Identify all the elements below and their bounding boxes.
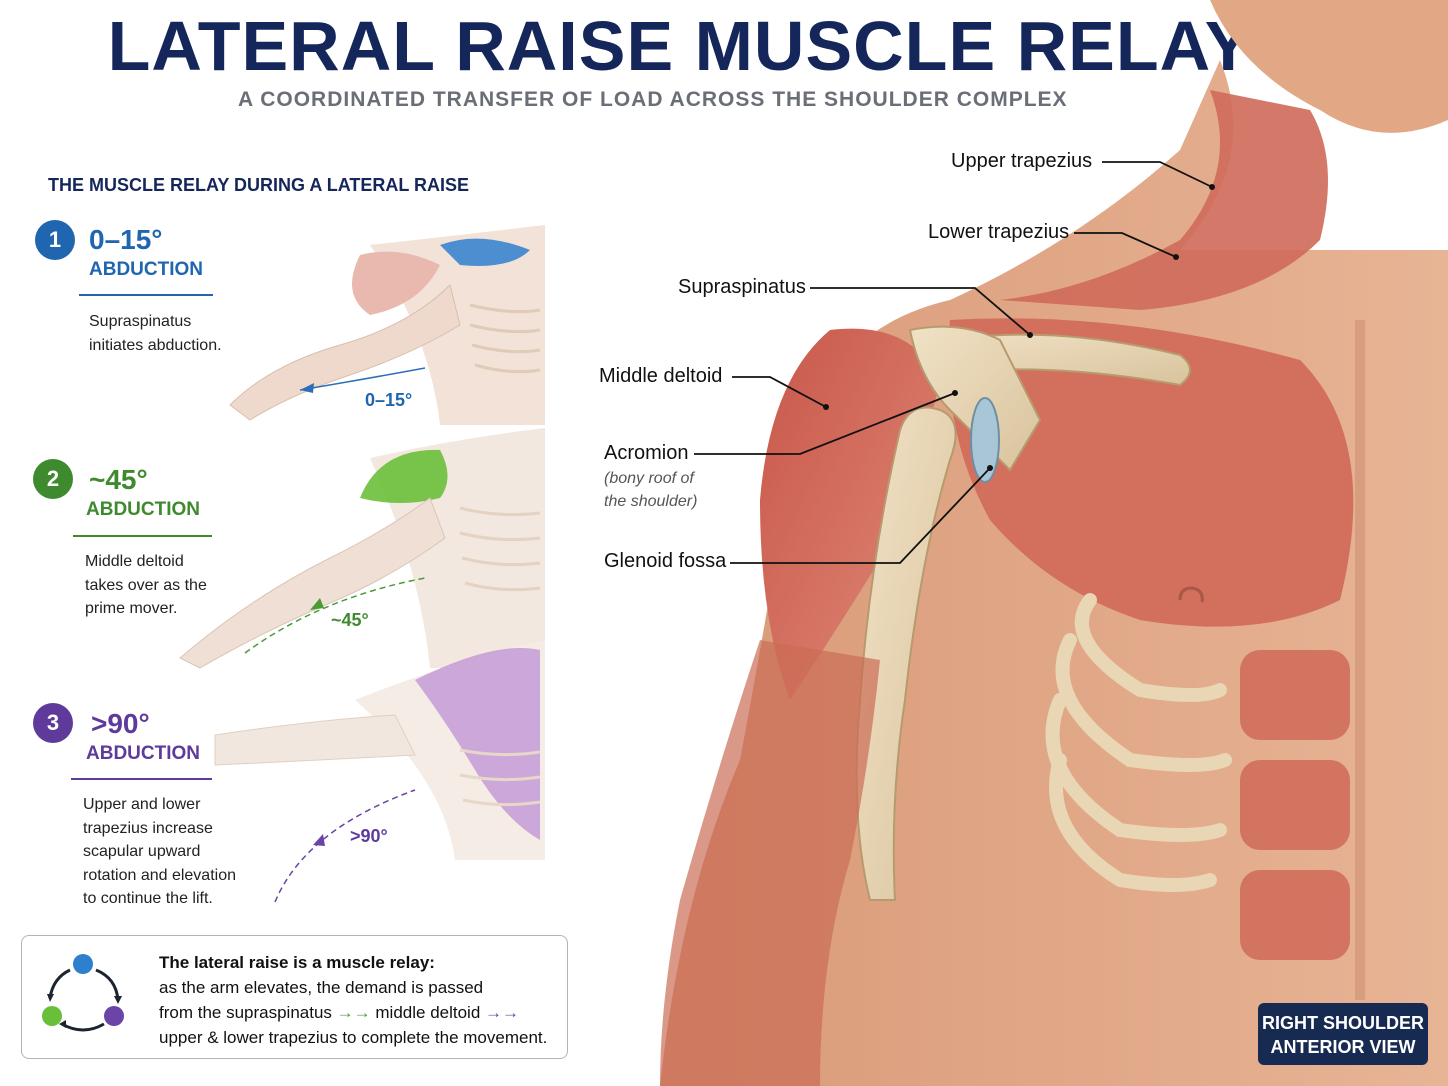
label-supraspinatus: Supraspinatus [678,276,806,298]
relay-section-heading: THE MUSCLE RELAY DURING A LATERAL RAISE [48,175,470,195]
step-1-label: ABDUCTION [89,259,203,280]
step2-arm-illustration [179,428,545,669]
supraspinatus-leader [810,287,1031,336]
trapezius-highlight-icon [415,648,540,840]
step-3-description: Upper and lower trapezius increase scapu… [83,796,236,907]
relay-cycle-icon [42,954,124,1032]
step-2-divider [73,535,212,537]
glenoid-fossa-leader [730,467,991,564]
purple-arrow-icon: →→ [485,1003,520,1022]
step-2-badge: 2 [33,459,73,499]
label-middle-deltoid: Middle deltoid [599,365,723,387]
label-glenoid-fossa: Glenoid fossa [604,550,727,572]
acromion-note: (bony roof of the shoulder) [604,470,698,510]
step-1-badge: 1 [35,220,75,260]
step-1-angle: 0–15° [89,224,163,255]
acromion-leader [694,392,956,455]
page-title: LATERAL RAISE MUSCLE RELAY [107,7,1253,85]
step-1-arc-label: 0–15° [365,390,413,410]
step-2-arc-label: ~45° [331,610,369,630]
step-3-divider [71,778,212,780]
green-arrow-icon: →→ [336,1003,371,1022]
step-1-divider [79,294,213,296]
upper-trapezius-leader [1102,161,1213,188]
step1-arm-illustration [229,225,545,425]
label-lower-trapezius: Lower trapezius [928,221,1070,243]
step-3-label: ABDUCTION [86,743,200,764]
step-2-angle: ~45° [89,464,148,495]
step-3-badge: 3 [33,703,73,743]
step-2-label: ABDUCTION [86,499,200,520]
step-3-arc-label: >90° [350,826,388,846]
step-1-description: Supraspinatus initiates abduction. [89,313,222,354]
deltoid-highlight-icon [360,449,448,503]
step-2-description: Middle deltoid takes over as the prime m… [85,553,207,617]
page-subtitle: A COORDINATED TRANSFER OF LOAD ACROSS TH… [238,88,1068,111]
step3-arm-illustration [214,640,545,903]
relay-summary-text: The lateral raise is a muscle relay: as … [159,953,548,1047]
relay-summary-box: The lateral raise is a muscle relay: as … [21,935,568,1059]
label-acromion: Acromion [604,442,689,464]
view-badge: RIGHT SHOULDER ANTERIOR VIEW [1258,1003,1428,1065]
label-upper-trapezius: Upper trapezius [951,150,1093,172]
middle-deltoid-leader [732,376,827,408]
supraspinatus-highlight-icon [440,238,530,266]
lower-trapezius-leader [1074,232,1177,258]
step-3-angle: >90° [91,708,150,739]
